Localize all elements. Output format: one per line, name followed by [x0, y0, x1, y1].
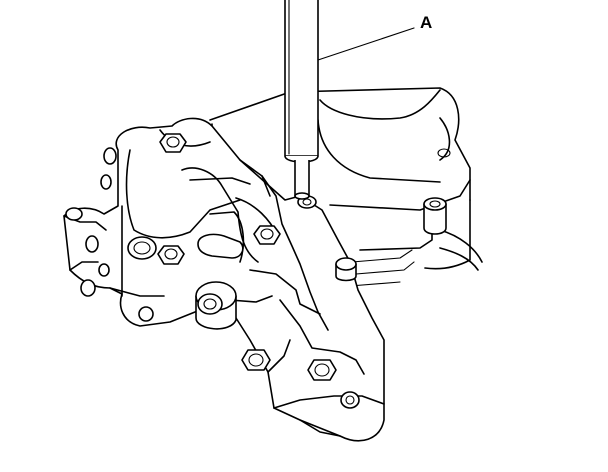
pump-bolts [157, 133, 357, 381]
callout-label-a: A [420, 13, 433, 32]
pump-ports [65, 147, 360, 409]
pump-shaft [195, 281, 237, 330]
tool-rod [284, 0, 319, 200]
bolt-top-left [159, 133, 187, 153]
pump-body-slot [197, 233, 244, 259]
bolt-mid-right [253, 225, 281, 245]
bolt-bottom-right [307, 359, 337, 381]
callout-leader-line [317, 27, 415, 61]
bolt-bottom-left [241, 349, 271, 371]
dowel-right [335, 257, 357, 282]
pump-body [63, 117, 385, 442]
bolt-left-center [157, 245, 185, 265]
housing-boss [423, 197, 447, 235]
